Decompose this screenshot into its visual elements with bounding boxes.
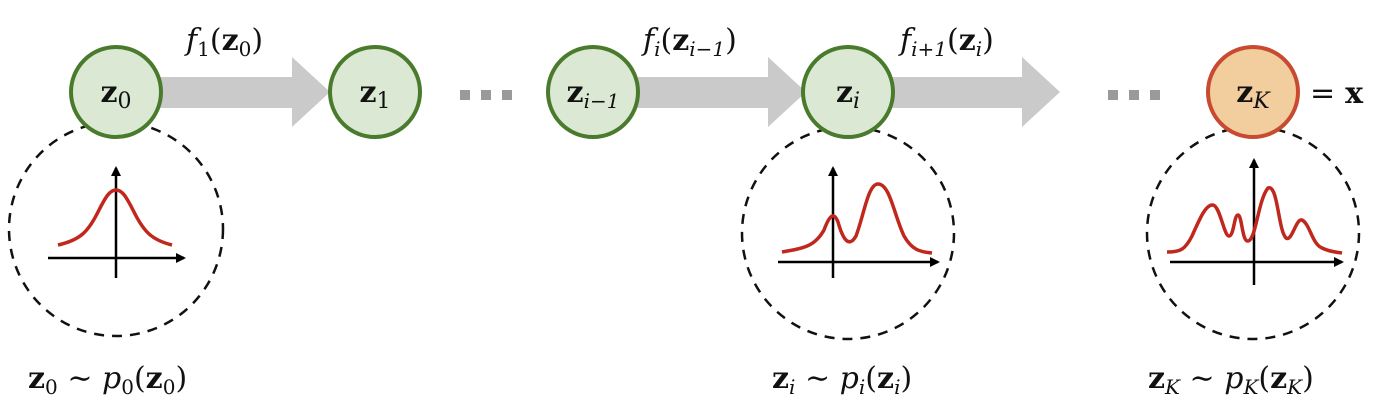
math-glyph: 0 (239, 37, 252, 61)
svg-text:z1: z1 (359, 75, 390, 114)
math-glyph: i−1 (584, 89, 620, 113)
math-glyph: 1 (197, 37, 210, 61)
distribution-circle-zi (740, 125, 956, 341)
math-glyph: 0 (121, 375, 134, 399)
math-glyph: ( (134, 361, 146, 396)
transform-label-i-plus-1: fi+1(zi) (898, 23, 994, 61)
distribution-label-zK: zK ∼ pK(zK) (1148, 361, 1314, 399)
math-glyph: ∼ (795, 361, 839, 396)
node-z0: z0 (69, 45, 163, 139)
math-glyph: = (1310, 76, 1335, 111)
math-glyph: z (836, 75, 853, 110)
math-glyph: z (359, 75, 376, 110)
math-glyph: ) (251, 23, 263, 58)
transform-arrow-1 (158, 57, 330, 127)
node-zi: zi (801, 45, 895, 139)
math-glyph: ( (865, 361, 877, 396)
math-glyph: K (1242, 375, 1259, 399)
math-glyph: K (1252, 89, 1271, 114)
math-glyph: z (100, 75, 117, 110)
math-glyph: 0 (163, 375, 176, 399)
math-glyph: 1 (377, 89, 391, 114)
math-glyph: ) (1302, 361, 1314, 396)
transform-label-1: f1(z0) (184, 23, 263, 61)
density-plot-zi (778, 166, 940, 278)
math-glyph: i (789, 375, 795, 399)
density-plot-z0 (48, 166, 186, 278)
math-glyph: i (859, 375, 865, 399)
density-plot-zK (1166, 158, 1344, 285)
math-glyph: 0 (45, 375, 58, 399)
math-glyph: i (853, 89, 860, 114)
math-glyph: z (28, 361, 45, 396)
distribution-circle-zK (1145, 125, 1361, 341)
math-glyph: i (894, 375, 900, 399)
math-glyph: ( (1258, 361, 1270, 396)
node-z1: z1 (328, 45, 422, 139)
math-glyph: K (1286, 375, 1303, 399)
math-glyph: z (1270, 361, 1287, 396)
svg-text:zi−1: zi−1 (567, 75, 620, 113)
svg-text:z0: z0 (100, 75, 131, 114)
math-glyph: z (1236, 75, 1253, 110)
svg-text:zi: zi (836, 75, 860, 114)
transform-arrow-i (636, 57, 806, 127)
math-glyph: i+1 (911, 37, 947, 61)
math-glyph: z (959, 23, 976, 58)
math-glyph: ∼ (1180, 361, 1224, 396)
final-equals-x: =x (1310, 76, 1364, 111)
ellipsis-dots-1 (460, 90, 512, 100)
transform-arrow-i-plus-1 (892, 57, 1060, 127)
math-glyph: ) (175, 361, 187, 396)
math-glyph: z (567, 75, 584, 110)
math-glyph: 0 (118, 89, 132, 114)
distribution-label-zi: zi ∼ pi(zi) (772, 361, 912, 399)
ellipsis-dots-2 (1108, 90, 1160, 100)
transform-label-i: fi(zi−1) (641, 23, 737, 61)
math-glyph: z (222, 23, 239, 58)
svg-text:zK: zK (1236, 75, 1271, 114)
math-glyph: z (672, 23, 689, 58)
math-glyph: ) (982, 23, 994, 58)
math-glyph: ) (725, 23, 737, 58)
node-z-i-minus-1: zi−1 (546, 45, 640, 139)
math-glyph: p (102, 361, 121, 396)
math-glyph: ( (947, 23, 959, 58)
math-glyph: z (877, 361, 894, 396)
math-glyph: i−1 (689, 37, 725, 61)
math-glyph: ) (900, 361, 912, 396)
math-glyph: z (146, 361, 163, 396)
math-glyph: ( (210, 23, 222, 58)
distribution-label-z0: z0 ∼ p0(z0) (28, 361, 187, 399)
math-glyph: p (840, 361, 859, 396)
math-glyph: x (1345, 76, 1364, 111)
math-glyph: z (1148, 361, 1165, 396)
math-glyph: z (772, 361, 789, 396)
math-glyph: ∼ (58, 361, 102, 396)
math-glyph: i (976, 37, 982, 61)
distribution-circle-z0 (7, 120, 225, 338)
node-zK: zK (1206, 45, 1300, 139)
math-glyph: ( (661, 23, 673, 58)
math-glyph: K (1164, 375, 1181, 399)
math-glyph: i (654, 37, 660, 61)
math-glyph: p (1224, 361, 1243, 396)
